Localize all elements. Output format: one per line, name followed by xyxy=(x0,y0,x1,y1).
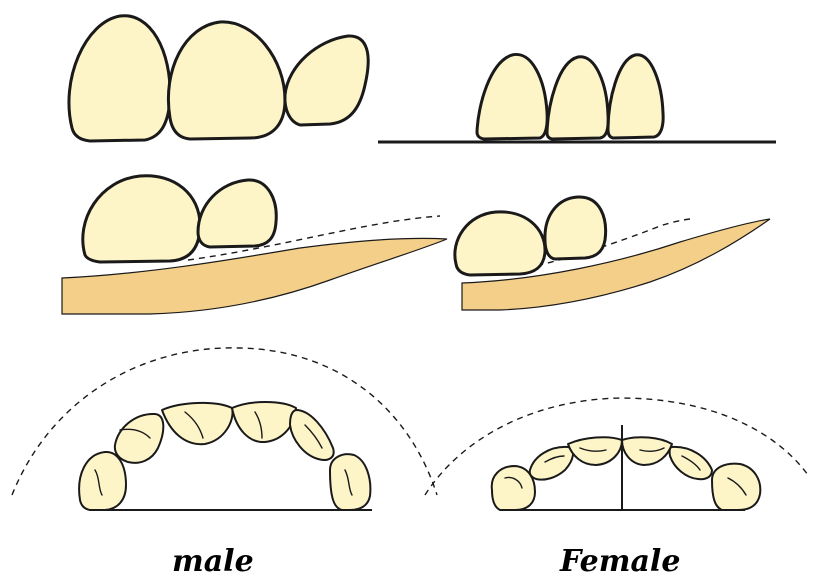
male-lateral-incisor xyxy=(168,22,285,139)
female-side-view xyxy=(455,197,770,310)
female-front-view xyxy=(378,54,776,142)
female-arch-molar-left xyxy=(492,466,535,510)
male-arch-incisor-2 xyxy=(232,402,296,442)
male-arch-premolar-right xyxy=(290,410,334,460)
male-canine xyxy=(285,36,368,125)
female-side-lateral-incisor xyxy=(545,197,606,259)
female-central-incisor xyxy=(477,54,547,139)
male-side-view xyxy=(62,176,447,314)
male-dental-arch xyxy=(12,348,437,510)
female-lateral-incisor xyxy=(547,57,608,139)
male-central-incisor xyxy=(69,16,170,141)
male-arch-incisor-1 xyxy=(162,403,233,444)
male-front-view xyxy=(69,16,368,141)
male-arch-molar-left xyxy=(79,452,126,510)
female-caption: Female xyxy=(560,547,680,577)
female-side-central-incisor xyxy=(455,212,545,275)
female-arch-molar-right xyxy=(712,464,760,510)
female-canine xyxy=(608,55,663,138)
male-side-lateral-incisor xyxy=(198,180,276,247)
female-arch-premolar-left xyxy=(530,447,573,480)
male-arch-molar-right xyxy=(330,454,370,510)
male-arch-premolar-left xyxy=(115,414,163,463)
female-arch-premolar-right xyxy=(670,447,712,479)
female-dental-arch xyxy=(425,398,808,510)
male-caption: male xyxy=(172,547,254,577)
male-side-central-incisor xyxy=(83,176,200,262)
